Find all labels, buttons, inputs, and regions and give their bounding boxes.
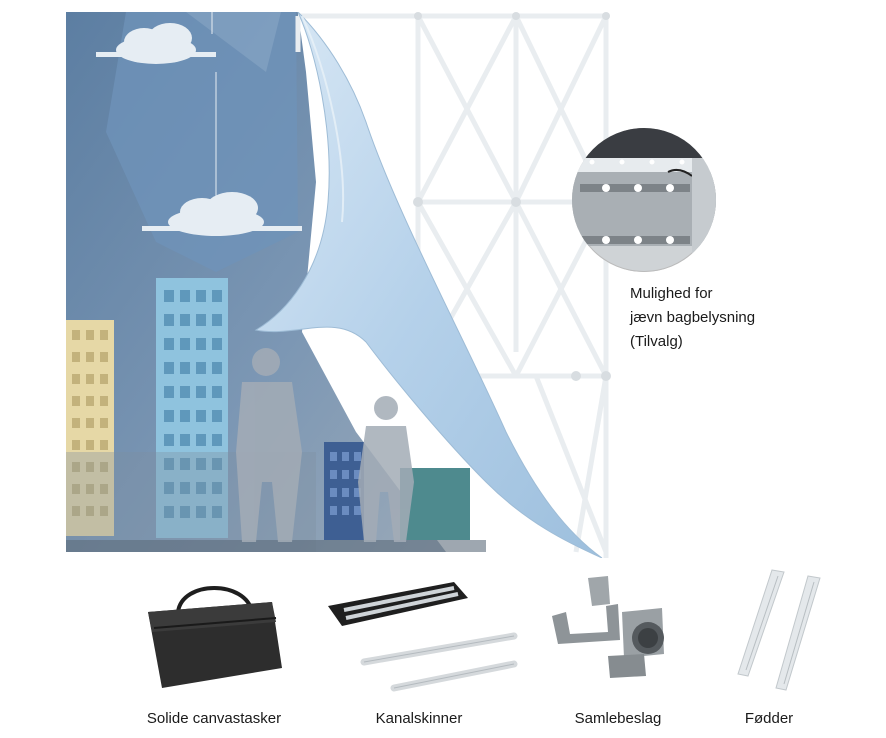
product-channel-rails xyxy=(324,580,520,701)
building-dark xyxy=(324,442,364,540)
peeling-fabric xyxy=(254,12,603,558)
building-blue xyxy=(156,278,228,538)
callout-line-3: (Tilvalg) xyxy=(630,333,683,350)
callout-line-1: Mulighed for xyxy=(630,285,713,302)
people-silhouette xyxy=(236,348,414,542)
caption-connector-bracket: Samlebeslag xyxy=(574,710,662,727)
callout-line-2: jævn bagbelysning xyxy=(630,309,756,326)
canvas-bag-icon xyxy=(148,586,282,688)
connector-bracket-icon xyxy=(552,576,664,678)
cloud-middle xyxy=(142,192,302,236)
caption-canvas-bag: Solide canvastasker xyxy=(146,710,282,727)
backlight-callout-image xyxy=(572,128,716,272)
product-canvas-bag xyxy=(142,572,286,697)
product-feet xyxy=(734,566,824,701)
cloud-top xyxy=(96,23,216,64)
product-connector-bracket xyxy=(548,576,688,685)
channel-rails-icon xyxy=(328,582,518,692)
caption-feet: Fødder xyxy=(744,710,794,727)
backlight-callout-text: Mulighed for jævn bagbelysning (Tilvalg) xyxy=(630,282,830,354)
display-hero-image xyxy=(66,12,611,558)
feet-icon xyxy=(737,569,821,691)
led-strip-icon xyxy=(572,128,716,272)
building-cream xyxy=(66,320,114,536)
caption-channel-rails: Kanalskinner xyxy=(375,710,463,727)
